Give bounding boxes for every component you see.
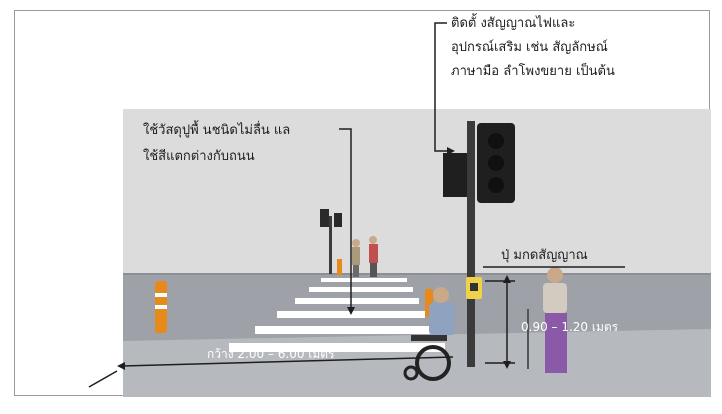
bollard-left bbox=[155, 281, 167, 333]
distant-traffic-signal bbox=[320, 209, 342, 274]
sky-backdrop bbox=[123, 109, 711, 279]
signal-callout-line bbox=[434, 22, 447, 152]
signal-install-line-3: ภาษามือ ลำโพงขยาย เป็นต้น bbox=[451, 61, 615, 79]
crosswalk-stripe bbox=[229, 343, 445, 352]
signal-install-line-2: อุปกรณ์เสริม เช่น สัญลักษณ์ bbox=[451, 39, 608, 55]
crosswalk-stripe bbox=[309, 287, 413, 292]
signal-install-line-1: ติดตั้ งสัญญาณไฟและ bbox=[451, 13, 575, 31]
callout-lines bbox=[88, 22, 625, 388]
button-height-label: 0.90 – 1.20 เมตร bbox=[521, 320, 619, 334]
elderly-pedestrian bbox=[527, 267, 567, 373]
bollard-far bbox=[337, 259, 342, 275]
material-callout-line bbox=[339, 128, 352, 307]
material-label-line-1: ใช้วัสดุปูพื้ นชนิดไม่ลื่น แล bbox=[143, 120, 290, 138]
horizon-line bbox=[123, 273, 711, 275]
arrowheads bbox=[117, 147, 511, 370]
crosswalk-stripe bbox=[295, 298, 419, 304]
wheelchair-user bbox=[403, 287, 455, 381]
distant-pedestrians bbox=[352, 236, 378, 277]
width-arrow-line bbox=[122, 356, 454, 367]
push-button-label: ปุ่ มกดสัญญาณ bbox=[501, 248, 588, 263]
crosswalk-stripe bbox=[255, 326, 435, 334]
material-label-line-2: ใช้สีแตกต่างกับถนน bbox=[143, 148, 255, 164]
crosswalk-stripe bbox=[321, 278, 407, 282]
main-signal-pole bbox=[443, 121, 515, 367]
crosswalk-width-label: กว้าง 2.00 – 6.00 เมตร bbox=[207, 347, 335, 361]
crosswalk-illustration: ติดตั้ งสัญญาณไฟและ อุปกรณ์เสริม เช่น สั… bbox=[88, 13, 711, 397]
diagram-frame: ติดตั้ งสัญญาณไฟและ อุปกรณ์เสริม เช่น สั… bbox=[14, 10, 711, 397]
pointer-arrow-line bbox=[88, 370, 118, 388]
